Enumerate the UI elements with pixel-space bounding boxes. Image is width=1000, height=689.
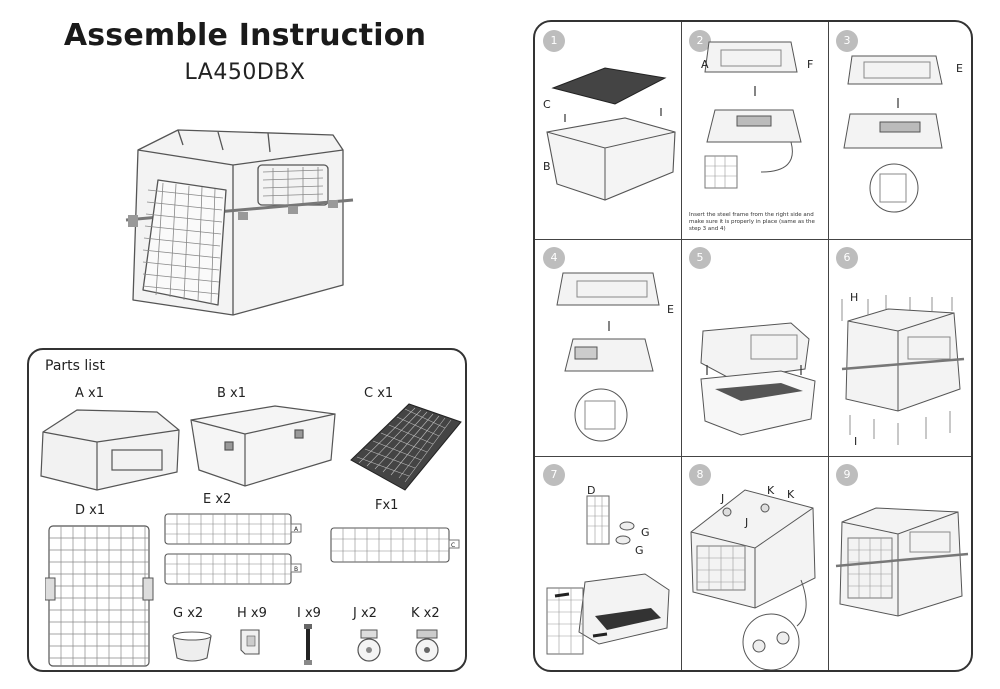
part-c-floor-grid bbox=[350, 403, 462, 491]
step-number-badge: 5 bbox=[689, 247, 711, 269]
step-4-label-e: E bbox=[667, 303, 674, 316]
part-label-d: D x1 bbox=[75, 503, 106, 518]
part-k-wheel bbox=[415, 629, 439, 662]
step-8-label-j2: J bbox=[745, 516, 749, 529]
part-e-tag-b: B bbox=[294, 566, 299, 573]
step-7-label-d: D bbox=[587, 484, 596, 497]
step-number-badge: 6 bbox=[836, 247, 858, 269]
step-5-illustration bbox=[700, 322, 816, 436]
step-7-label-g1: G bbox=[641, 526, 650, 539]
part-b-bottom-shell bbox=[190, 405, 336, 487]
step-8-label-k1: K bbox=[767, 484, 775, 497]
step-1-label-c: C bbox=[543, 98, 551, 111]
step-2-label-a: A bbox=[701, 58, 709, 71]
assembled-crate-illustration bbox=[125, 129, 354, 316]
part-label-f: Fx1 bbox=[375, 498, 399, 513]
part-label-e: E x2 bbox=[203, 492, 232, 507]
step-1-illustration bbox=[546, 67, 676, 201]
step-1: 1 C B bbox=[535, 22, 682, 239]
step-number-badge: 9 bbox=[836, 464, 858, 486]
step-number-badge: 1 bbox=[543, 30, 565, 52]
step-number-badge: 8 bbox=[689, 464, 711, 486]
step-9-illustration bbox=[835, 507, 969, 617]
part-e-side-frames bbox=[164, 513, 302, 585]
step-number-badge: 7 bbox=[543, 464, 565, 486]
part-label-g: G x2 bbox=[173, 606, 204, 621]
part-label-i: I x9 bbox=[297, 606, 321, 621]
part-a-top-shell bbox=[40, 409, 180, 491]
part-label-a: A x1 bbox=[75, 386, 104, 401]
part-d-front-door bbox=[45, 525, 154, 667]
step-8-illustration bbox=[690, 489, 816, 670]
step-8-label-j1: J bbox=[721, 492, 725, 505]
part-label-h: H x9 bbox=[237, 606, 267, 621]
part-label-j: J x2 bbox=[353, 606, 377, 621]
part-j-wheel bbox=[357, 629, 381, 662]
page-title: Assemble Instruction bbox=[63, 18, 427, 53]
step-6-illustration bbox=[841, 295, 965, 445]
step-6-label-h: H bbox=[850, 291, 859, 304]
step-4: 4 E bbox=[535, 239, 682, 456]
step-1-label-b: B bbox=[543, 160, 551, 173]
step-2-note: Insert the steel frame from the right si… bbox=[689, 212, 815, 232]
step-2-illustration bbox=[704, 41, 802, 189]
step-number-badge: 4 bbox=[543, 247, 565, 269]
part-label-c: C x1 bbox=[364, 386, 394, 401]
step-5: 5 bbox=[681, 239, 828, 456]
step-2: 2 A F Insert the steel frame from the ri… bbox=[681, 22, 828, 239]
part-i-bolt bbox=[304, 624, 312, 665]
parts-list-panel: Parts list A x1 B x1 C x1 D x1 E x2 Fx1 … bbox=[27, 348, 467, 672]
step-7-label-g2: G bbox=[635, 544, 644, 557]
part-label-b: B x1 bbox=[217, 386, 247, 401]
part-h-clip bbox=[240, 629, 260, 655]
step-6-label-i: I bbox=[854, 435, 858, 448]
step-2-label-f: F bbox=[807, 58, 814, 71]
step-3-illustration bbox=[843, 55, 943, 213]
part-f-back-frame bbox=[330, 527, 460, 563]
step-number-badge: 3 bbox=[836, 30, 858, 52]
part-e-tag-a: A bbox=[294, 526, 299, 533]
parts-list-title: Parts list bbox=[45, 358, 105, 374]
step-3: 3 E bbox=[828, 22, 971, 239]
part-g-bowl bbox=[172, 631, 212, 662]
step-number-badge: 2 bbox=[689, 30, 711, 52]
part-f-tag-c: C bbox=[451, 542, 456, 549]
step-6: 6 H I bbox=[828, 239, 971, 456]
step-7: 7 D G G bbox=[535, 456, 682, 670]
part-label-k: K x2 bbox=[411, 606, 440, 621]
step-3-label-e: E bbox=[956, 62, 963, 75]
step-9: 9 bbox=[828, 456, 971, 670]
step-8: 8 J J K K bbox=[681, 456, 828, 670]
step-8-label-k2: K bbox=[787, 488, 795, 501]
step-4-illustration bbox=[556, 272, 660, 442]
model-number: LA450DBX bbox=[184, 60, 306, 85]
assembly-steps-panel: 1 C B 2 A F Insert the steel frame from … bbox=[533, 20, 973, 672]
step-7-illustration bbox=[546, 495, 670, 655]
